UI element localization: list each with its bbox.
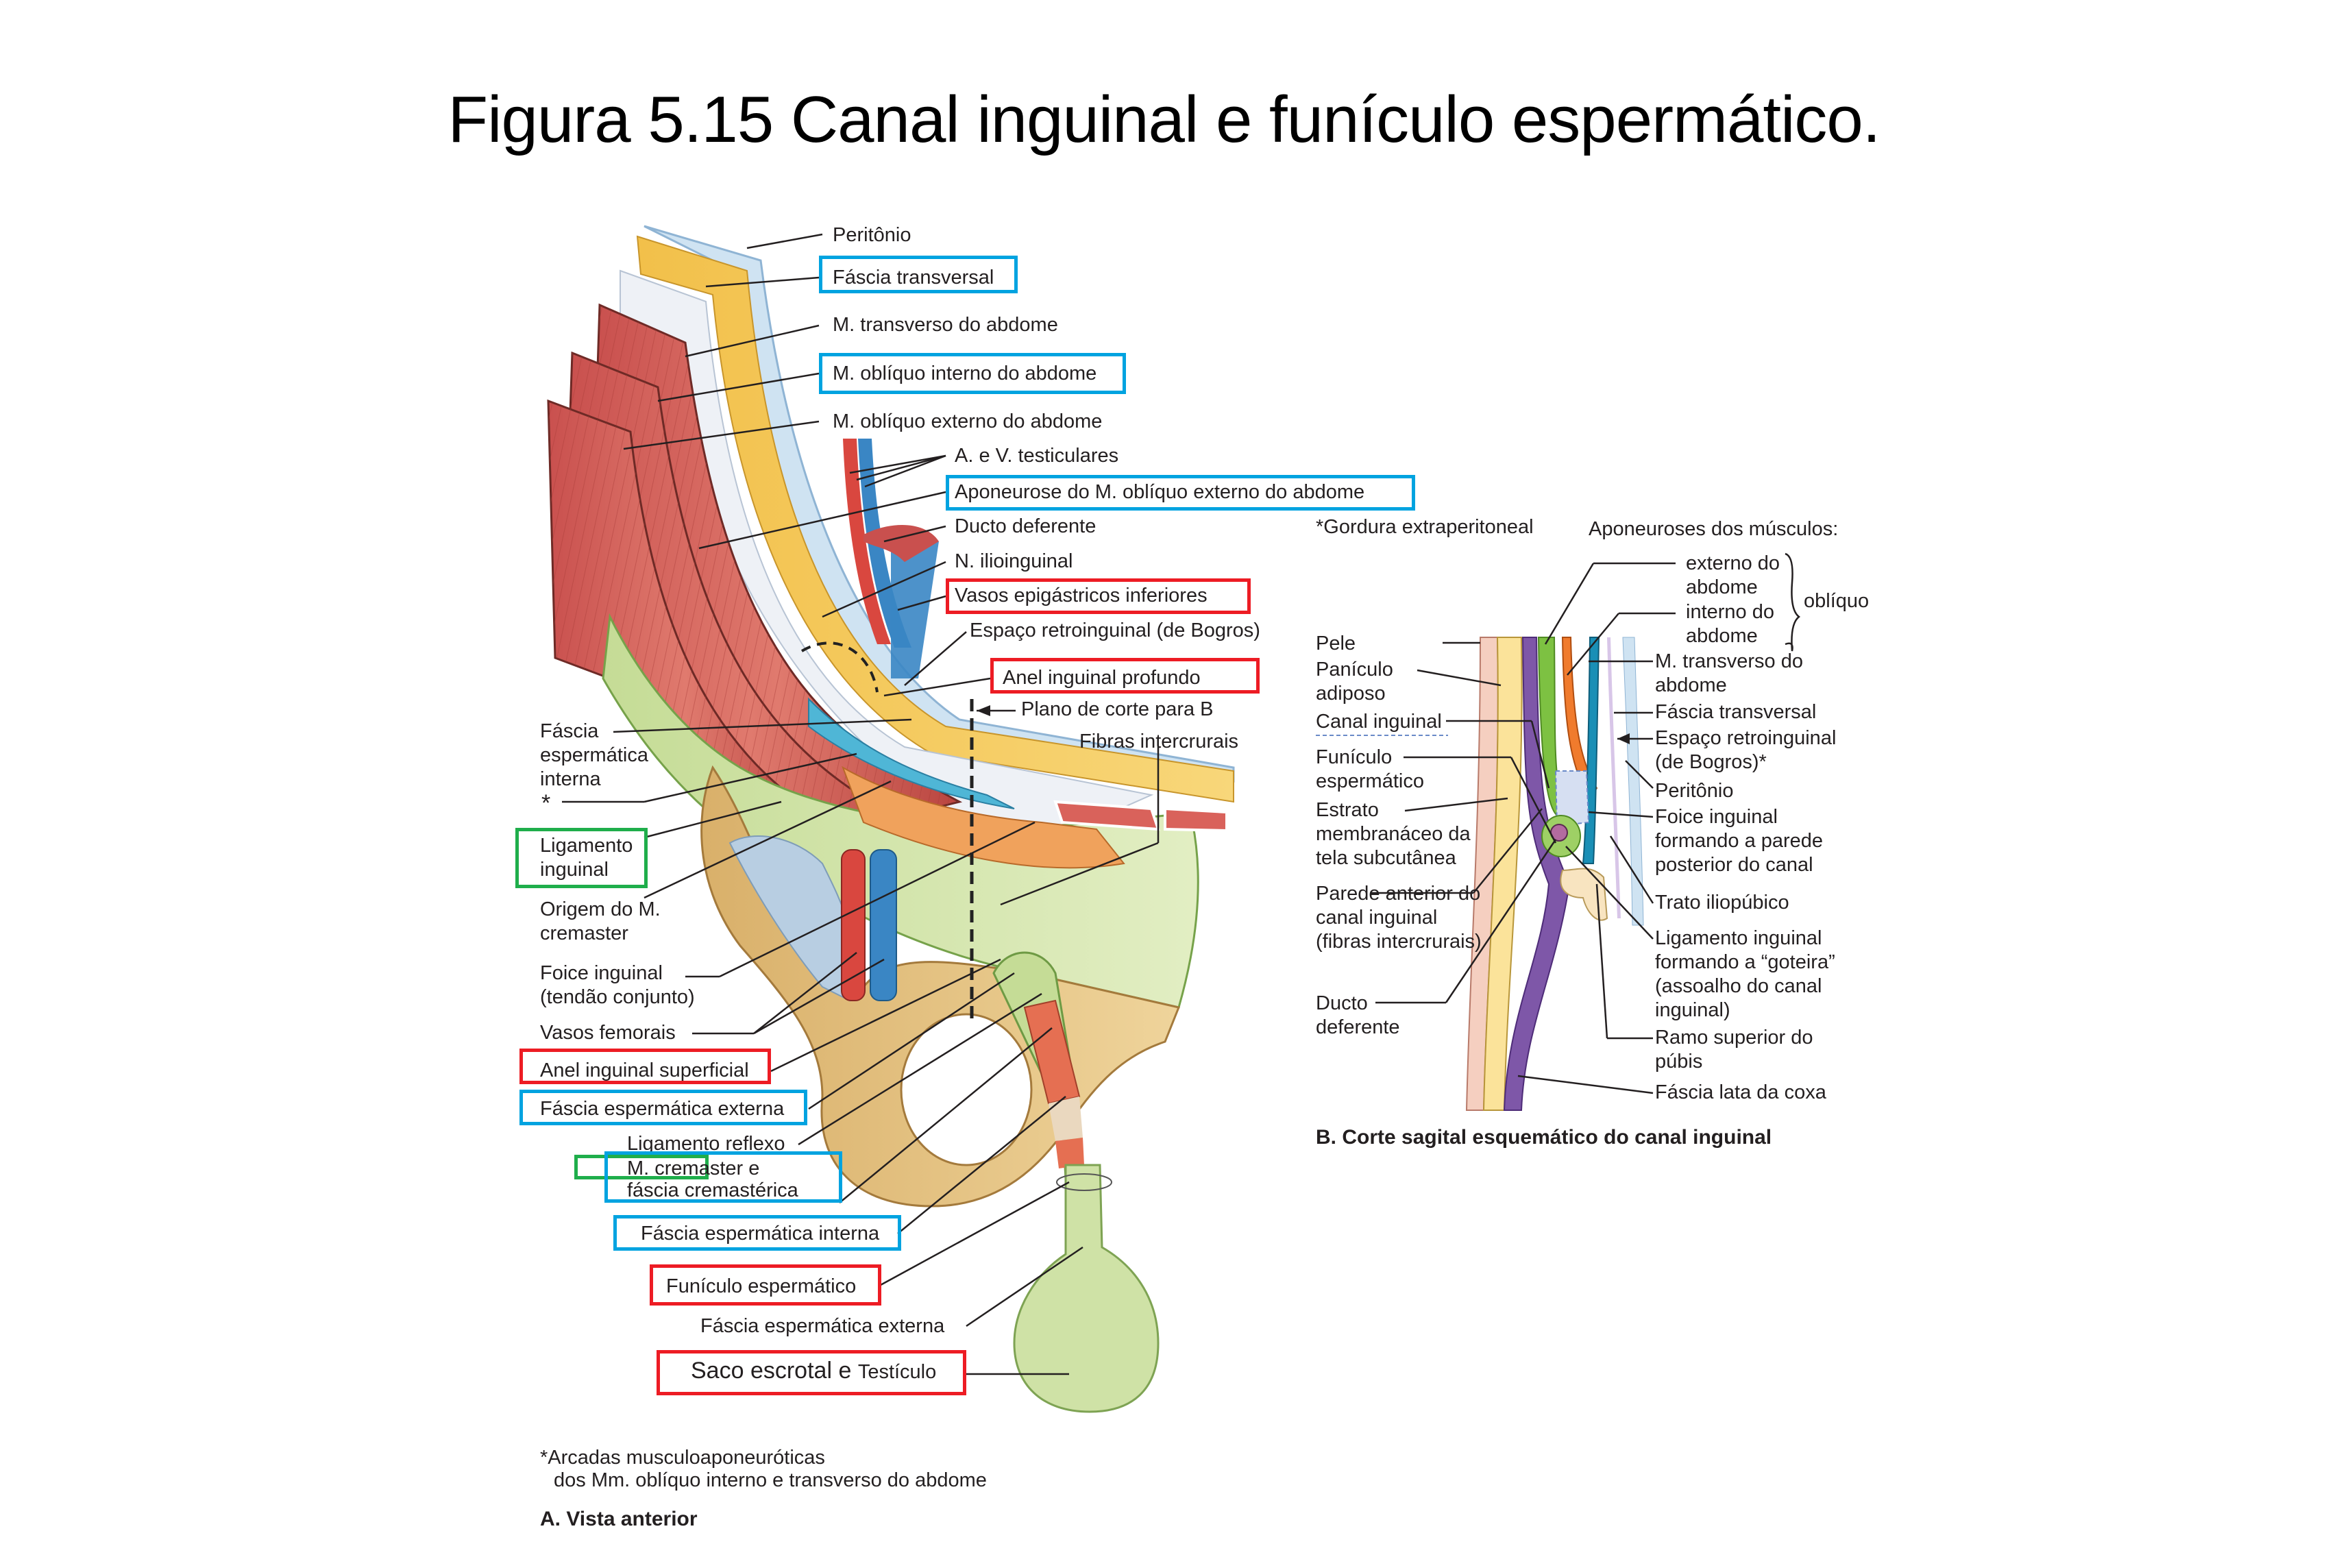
label-n-ilioinguinal: N. ilioinguinal (955, 550, 1073, 572)
label-saco-escrotal-text: Saco escrotal e (691, 1358, 852, 1384)
panel-b-leader-lines (1371, 562, 1676, 1094)
label-origem-cremaster: Origem do M. cremaster (540, 898, 661, 944)
obliquo-brace (1785, 552, 1801, 652)
highlight-box-saco-escrotal (657, 1350, 966, 1395)
highlight-box-funiculo (650, 1264, 881, 1306)
label-a-v-testiculares: A. e V. testiculares (955, 445, 1119, 467)
extraperitoneal-fat (636, 235, 1234, 803)
label-obliquo: oblíquo (1804, 590, 1870, 612)
label-gordura: *Gordura extraperitoneal (1316, 516, 1534, 538)
label-peritonio: Peritônio (833, 224, 911, 246)
label-m-cremaster: M. cremaster e (627, 1157, 759, 1181)
arrow-head-plano (977, 705, 990, 716)
femoral-artery (841, 849, 866, 1001)
label-estrato: Estrato membranáceo da tela subcutânea (1316, 799, 1471, 869)
highlight-box-fascia-transversal (819, 256, 1018, 293)
label-peritonio-b: Peritônio (1655, 780, 1734, 802)
label-pele: Pele (1316, 633, 1356, 654)
cremaster-origin-region (842, 765, 1125, 869)
label-fascia-esp-externa-2: Fáscia espermática externa (700, 1315, 945, 1337)
label-anel-profundo: Anel inguinal profundo (1003, 667, 1201, 689)
label-cremaster-e: e (743, 1157, 760, 1179)
figure-title: Figura 5.15 Canal inguinal e funículo es… (448, 83, 1881, 156)
label-testiculo: Testículo (857, 1361, 937, 1383)
label-m-obliquo-externo: M. oblíquo externo do abdome (833, 411, 1103, 432)
testicular-vessels (843, 439, 891, 644)
label-fascia-esp-interna-left: Fáscia espermática interna (540, 720, 648, 790)
panel-a-leader-lines (562, 233, 1160, 1375)
internal-fascia-on-cord (1049, 1097, 1083, 1141)
transversus-aponeurosis-b (1582, 637, 1600, 864)
label-m-transverso: M. transverso do abdome (833, 314, 1058, 336)
label-funiculo: Funículo espermático (666, 1275, 857, 1297)
internal-spermatic-fascia-band (808, 697, 1015, 809)
highlight-box-ligamento-inguinal (515, 828, 648, 888)
label-fascia-transversal-b: Fáscia transversal (1655, 701, 1817, 723)
label-saco-escrotal: Saco escrotal e Testículo (691, 1359, 936, 1384)
label-asterisk: * (541, 790, 551, 816)
highlight-box-m-obliquo-interno (819, 353, 1126, 394)
label-m-obliquo-interno: M. oblíquo interno do abdome (833, 363, 1097, 384)
internal-oblique-aponeurosis-b (1561, 637, 1598, 800)
label-ramo: Ramo superior do púbis (1655, 1027, 1813, 1073)
label-interno: interno do abdome (1686, 601, 1774, 647)
inguinal-canal-b (1554, 770, 1590, 827)
arrow-head-espaco (1617, 733, 1630, 744)
panel-b-caption: B. Corte sagital esquemático do canal in… (1316, 1126, 1772, 1149)
label-espaco-retroinguinal: Espaço retroinguinal (de Bogros) (970, 620, 1260, 641)
footnote-line-2: dos Mm. oblíquo interno e transverso do … (554, 1469, 987, 1491)
highlight-box-fascia-cremasterica (604, 1151, 842, 1203)
label-ducto-deferente: Ducto deferente (955, 515, 1096, 537)
label-foice-inguinal: Foice inguinal (tendão conjunto) (540, 962, 695, 1008)
highlight-box-fascia-esp-externa (519, 1090, 807, 1125)
label-fascia-transversal: Fáscia transversal (833, 267, 994, 289)
epigastric-vessels (891, 541, 939, 678)
label-fascia-lata: Fáscia lata da coxa (1655, 1081, 1826, 1103)
label-fascia-cremasterica: fáscia cremastérica (627, 1179, 798, 1201)
label-m-transverso-b: M. transverso do abdome (1655, 650, 1803, 696)
label-ducto-b: Ducto deferente (1316, 992, 1400, 1038)
deep-ring-outline (800, 641, 879, 693)
highlight-box-anel-superficial (519, 1049, 771, 1084)
highlight-box-fascia-esp-interna (613, 1215, 901, 1251)
label-canal-inguinal: Canal inguinal (1316, 711, 1442, 733)
scrotal-sac (1013, 1164, 1160, 1413)
label-m-cremaster-text: M. cremaster (627, 1157, 744, 1179)
cord-ring-marker (1056, 1173, 1112, 1191)
highlight-box-vasos-epigastricos (946, 578, 1251, 614)
label-espaco-b: Espaço retroinguinal (de Bogros)* (1655, 727, 1837, 773)
label-paniculo: Panículo adiposo (1316, 659, 1393, 705)
label-foice-b: Foice inguinal formando a parede posteri… (1655, 806, 1824, 876)
label-aponeuroses-title: Aponeuroses dos músculos: (1589, 518, 1839, 540)
obturator-foramen (900, 1013, 1033, 1166)
label-externo: externo do abdome (1686, 552, 1780, 598)
membranous-layer (1503, 637, 1571, 1111)
label-funiculo-b: Funículo espermático (1316, 746, 1424, 792)
label-fascia-esp-interna: Fáscia espermática interna (641, 1223, 880, 1245)
label-parede: Parede anterior do canal inguinal (fibra… (1316, 883, 1482, 953)
label-aponeurose: Aponeurose do M. oblíquo externo do abdo… (955, 481, 1365, 503)
panel-a-caption: A. Vista anterior (540, 1508, 698, 1530)
footnote-line-1: *Arcadas musculoaponeuróticas (540, 1447, 825, 1469)
label-plano-corte: Plano de corte para B (1021, 698, 1214, 720)
label-ligamento-reflexo: Ligamento reflexo (627, 1133, 785, 1155)
label-ligamento-b: Ligamento inguinal formando a “goteira” … (1655, 927, 1835, 1021)
fascia-transversalis-b (1607, 637, 1621, 918)
label-vasos-femorais: Vasos femorais (540, 1022, 676, 1044)
label-fibras-intercrurais: Fibras intercrurais (1079, 731, 1239, 752)
superior-pubic-ramus-b (1560, 868, 1608, 921)
label-ligamento-inguinal: Ligamento inguinal (540, 835, 633, 881)
label-anel-superficial: Anel inguinal superficial (540, 1059, 749, 1081)
label-vasos-epigastricos: Vasos epigástricos inferiores (955, 585, 1208, 607)
label-trato: Trato iliopúbico (1655, 892, 1789, 914)
highlight-box-aponeurose (946, 475, 1415, 511)
highlight-box-m-cremaster (574, 1155, 709, 1179)
label-fascia-esp-externa: Fáscia espermática externa (540, 1098, 785, 1120)
highlight-box-anel-profundo (990, 658, 1260, 694)
